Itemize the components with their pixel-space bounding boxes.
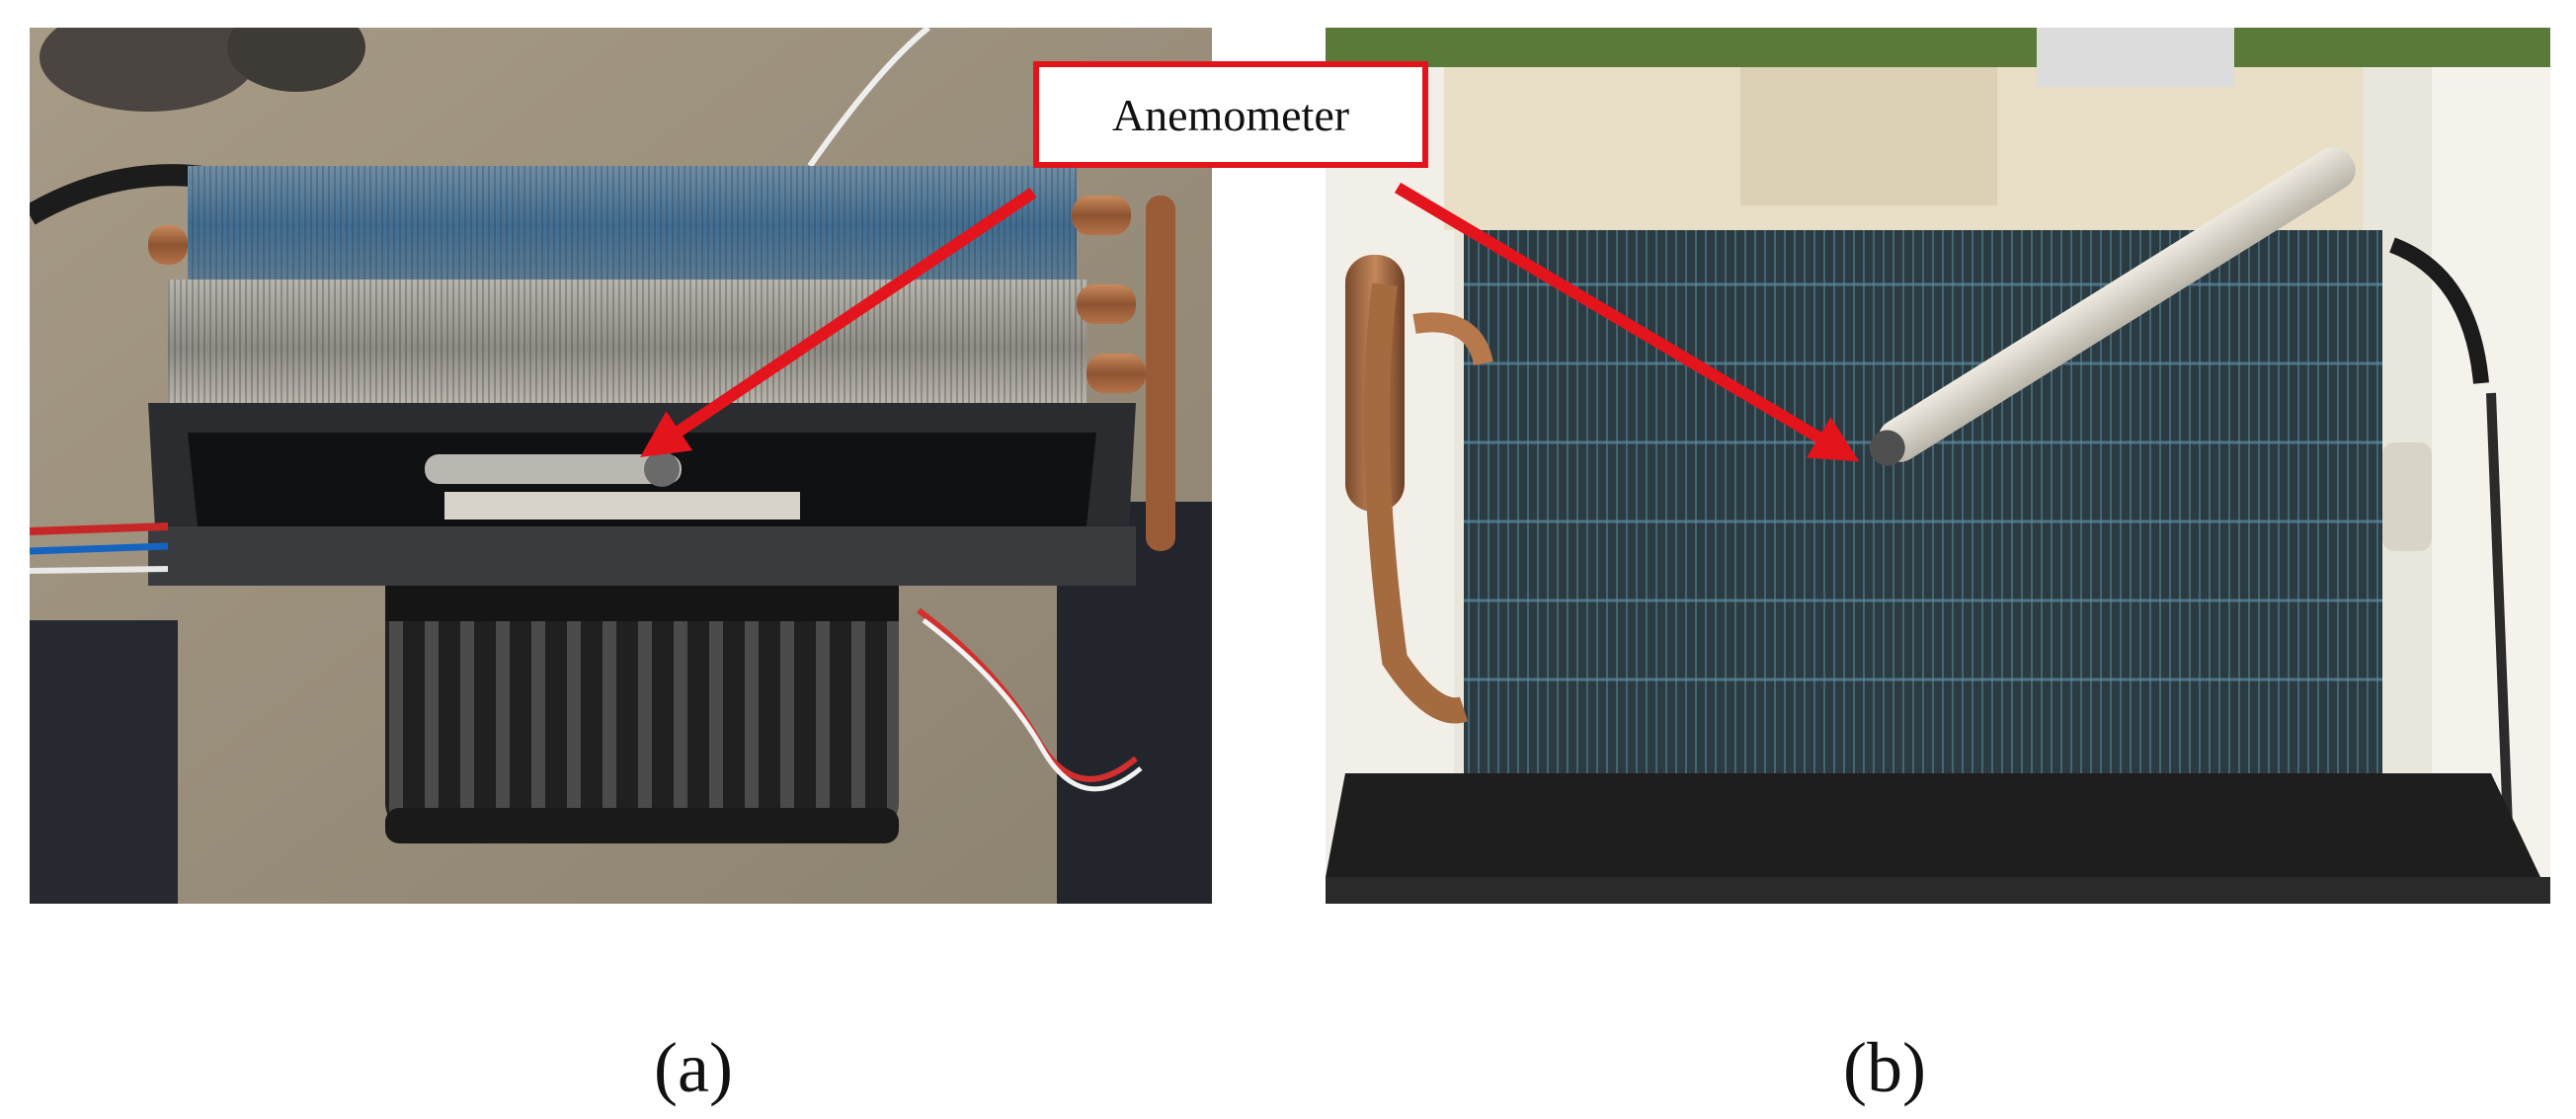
caption-panel-a: (a) bbox=[654, 1028, 733, 1107]
photo-b-scene bbox=[1326, 28, 2550, 904]
caption-panel-b: (b) bbox=[1843, 1028, 1926, 1107]
anemometer-callout: Anemometer bbox=[1033, 61, 1428, 168]
photo-panel-b bbox=[1326, 28, 2550, 904]
callout-label: Anemometer bbox=[1111, 89, 1350, 140]
